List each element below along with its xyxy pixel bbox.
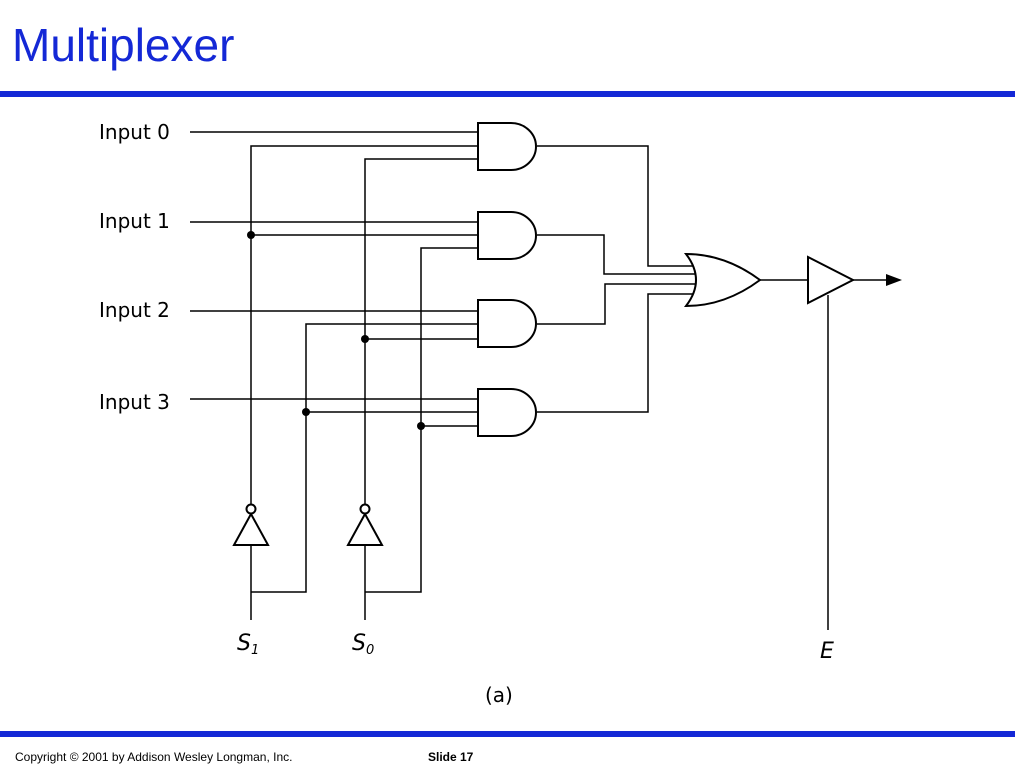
and-gate-3	[477, 388, 537, 437]
diagram-caption: (a)	[485, 683, 513, 707]
input-1-label: Input 1	[99, 209, 170, 233]
input-2-label: Input 2	[99, 298, 170, 322]
or-gate	[683, 252, 762, 308]
and-gate-1	[477, 211, 537, 260]
inverter-s1	[232, 503, 270, 546]
inverter-s0	[346, 503, 384, 546]
slide-title: Multiplexer	[12, 19, 235, 71]
input-0-label: Input 0	[99, 120, 170, 144]
select-s1-label: S1	[237, 631, 259, 658]
footer-divider	[0, 731, 1015, 737]
circuit-wires	[190, 131, 888, 630]
output-arrow-icon	[886, 274, 902, 286]
enable-label: E	[820, 639, 834, 664]
and-gate-2	[477, 299, 537, 348]
and-gate-0	[477, 122, 537, 171]
output-buffer	[807, 255, 856, 305]
slide-number: Slide 17	[428, 750, 474, 764]
select-s0-label: S0	[352, 631, 374, 658]
title-divider	[0, 91, 1015, 97]
junction-dots	[247, 231, 425, 430]
input-3-label: Input 3	[99, 390, 170, 414]
copyright-text: Copyright © 2001 by Addison Wesley Longm…	[15, 750, 293, 764]
